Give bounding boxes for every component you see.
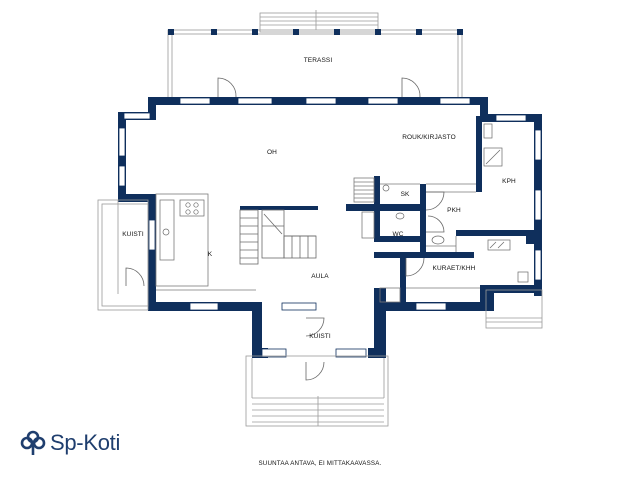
interior-lines (155, 177, 480, 303)
bottom-windows (189, 302, 447, 358)
right-windows (534, 129, 542, 281)
room-label-kuisti-left: KUISTI (122, 231, 144, 238)
room-label-kuraet-khh: KURAET/KHH (433, 265, 476, 272)
room-label-wc: WC (392, 231, 403, 238)
brand-name: Sp-Koti (50, 430, 121, 455)
room-label-terassi: TERASSI (304, 57, 333, 64)
fixtures (162, 123, 529, 283)
footer-note: SUUNTAA ANTAVA, EI MITTAKAAVASSA. (258, 460, 381, 467)
room-label-rouk-kirjasto: ROUK/KIRJASTO (402, 134, 456, 141)
terrace-posts (168, 29, 463, 35)
room-label-kuisti-bottom: KUISTI (309, 333, 331, 340)
interior-walls (240, 116, 536, 302)
room-label-aula: AULA (311, 273, 329, 280)
left-porch-outline (97, 199, 149, 311)
left-windows (118, 127, 156, 251)
room-label-sk: SK (401, 191, 410, 198)
right-platform (485, 289, 543, 329)
top-windows (123, 97, 527, 122)
doors (125, 77, 445, 381)
room-label-pkh: PKH (447, 207, 461, 214)
sp-logo-icon (20, 430, 46, 455)
room-label-kph: KPH (502, 178, 516, 185)
bottom-steps (245, 355, 389, 427)
room-label-k: K (208, 251, 213, 258)
brand-logo: Sp-Koti (20, 430, 120, 456)
room-label-oh: OH (267, 149, 277, 156)
staircase (239, 209, 317, 265)
